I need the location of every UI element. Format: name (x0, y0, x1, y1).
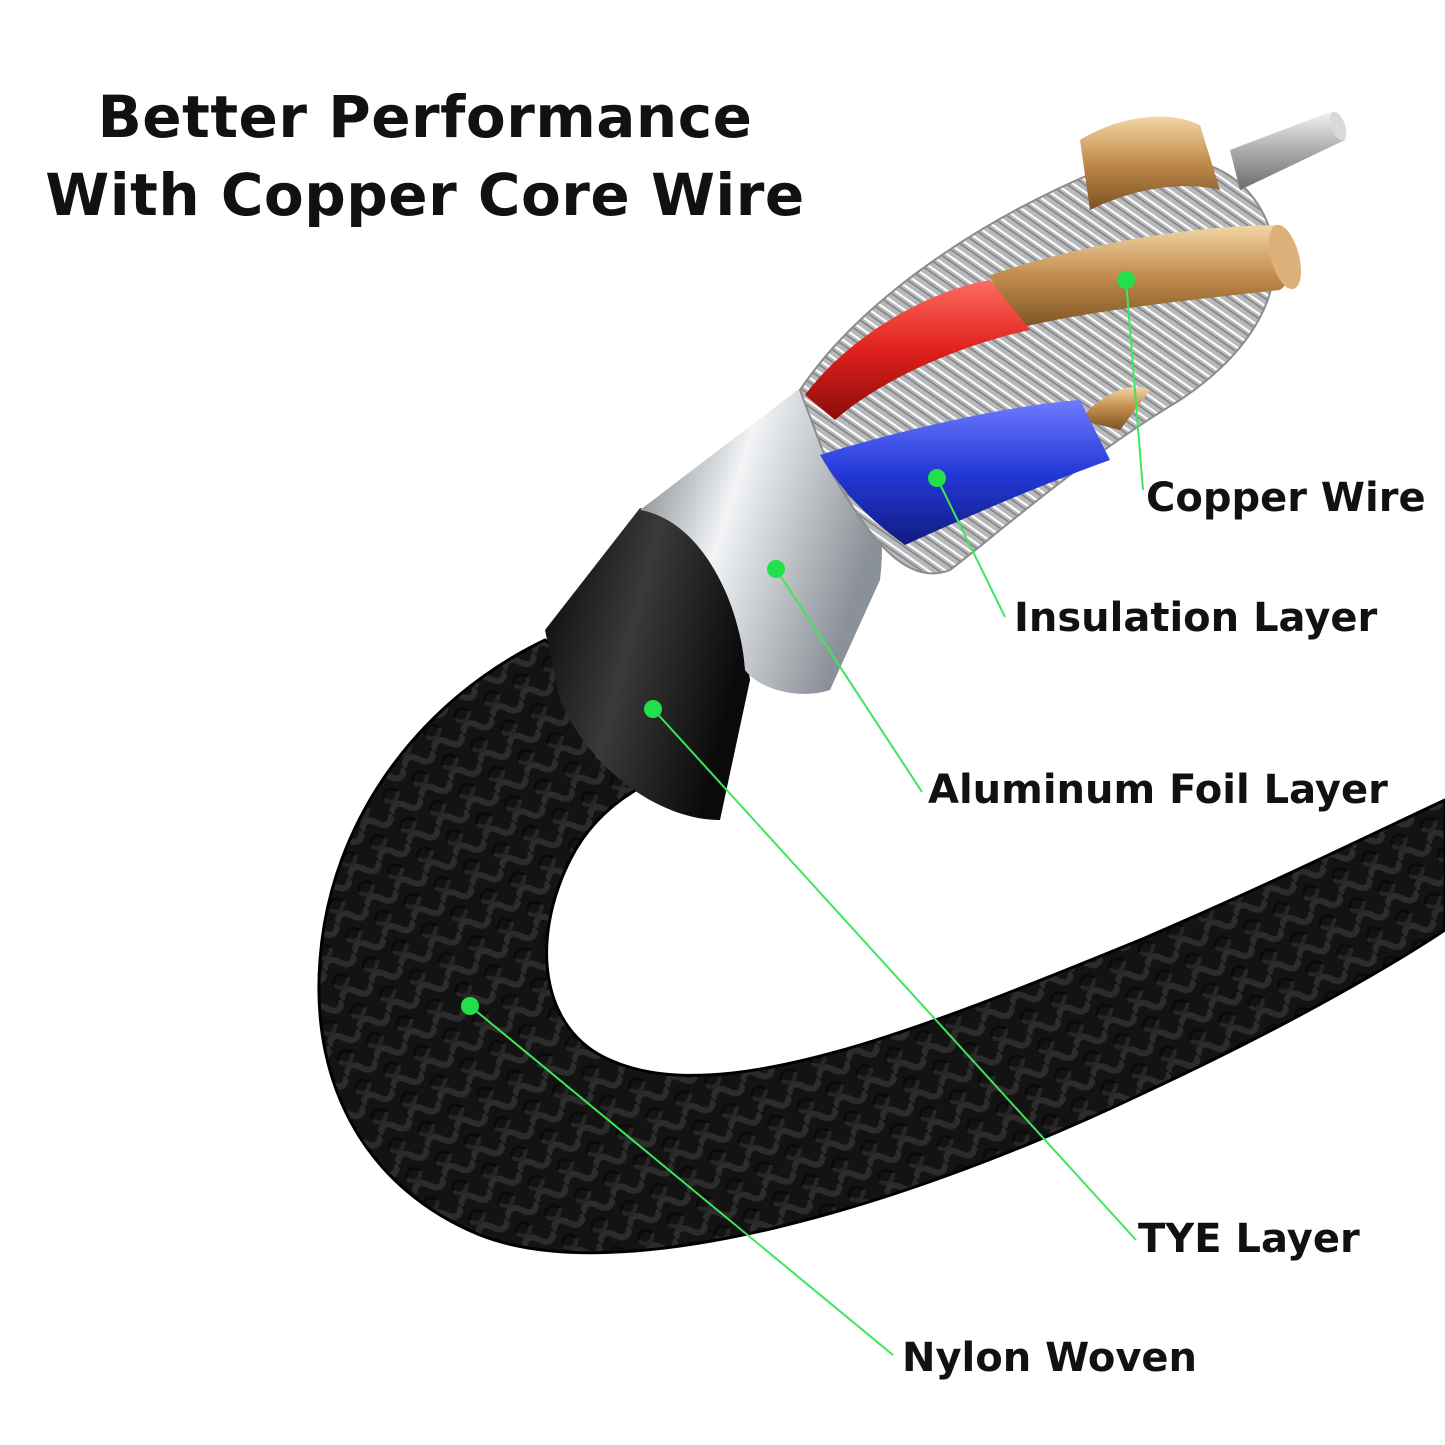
headline-line-1: Better Performance (97, 83, 753, 151)
copper-wires (990, 116, 1301, 430)
headline: Better Performance With Copper Core Wire (40, 78, 810, 234)
label-insulation-layer: Insulation Layer (1014, 595, 1378, 641)
dot-insulation-layer (928, 469, 946, 487)
leader-lines (469, 279, 1144, 1356)
dot-copper-wire (1117, 271, 1135, 289)
label-tye-layer: TYE Layer (1138, 1216, 1360, 1262)
red-insulation (805, 280, 1030, 420)
label-nylon-woven: Nylon Woven (902, 1335, 1197, 1381)
nylon-braided-cable (317, 638, 1445, 1255)
leader-line-nylon-woven (469, 1005, 894, 1356)
headline-line-2: With Copper Core Wire (45, 161, 805, 229)
core-wire-tip (1230, 111, 1347, 190)
leader-line-tye-layer (652, 708, 1137, 1241)
leader-dots (461, 271, 1135, 1015)
tye-layer-sleeve (545, 508, 750, 820)
dot-aluminum-foil-layer (767, 560, 785, 578)
label-aluminum-foil-layer: Aluminum Foil Layer (928, 767, 1388, 813)
dot-tye-layer (644, 700, 662, 718)
leader-line-aluminum-foil-layer (775, 568, 923, 793)
leader-line-copper-wire (1125, 279, 1144, 491)
blue-insulation (820, 400, 1110, 545)
label-copper-wire: Copper Wire (1146, 475, 1426, 521)
aluminum-foil-sleeve (640, 388, 882, 694)
dot-nylon-woven (461, 997, 479, 1015)
leader-line-insulation-layer (936, 477, 1006, 618)
